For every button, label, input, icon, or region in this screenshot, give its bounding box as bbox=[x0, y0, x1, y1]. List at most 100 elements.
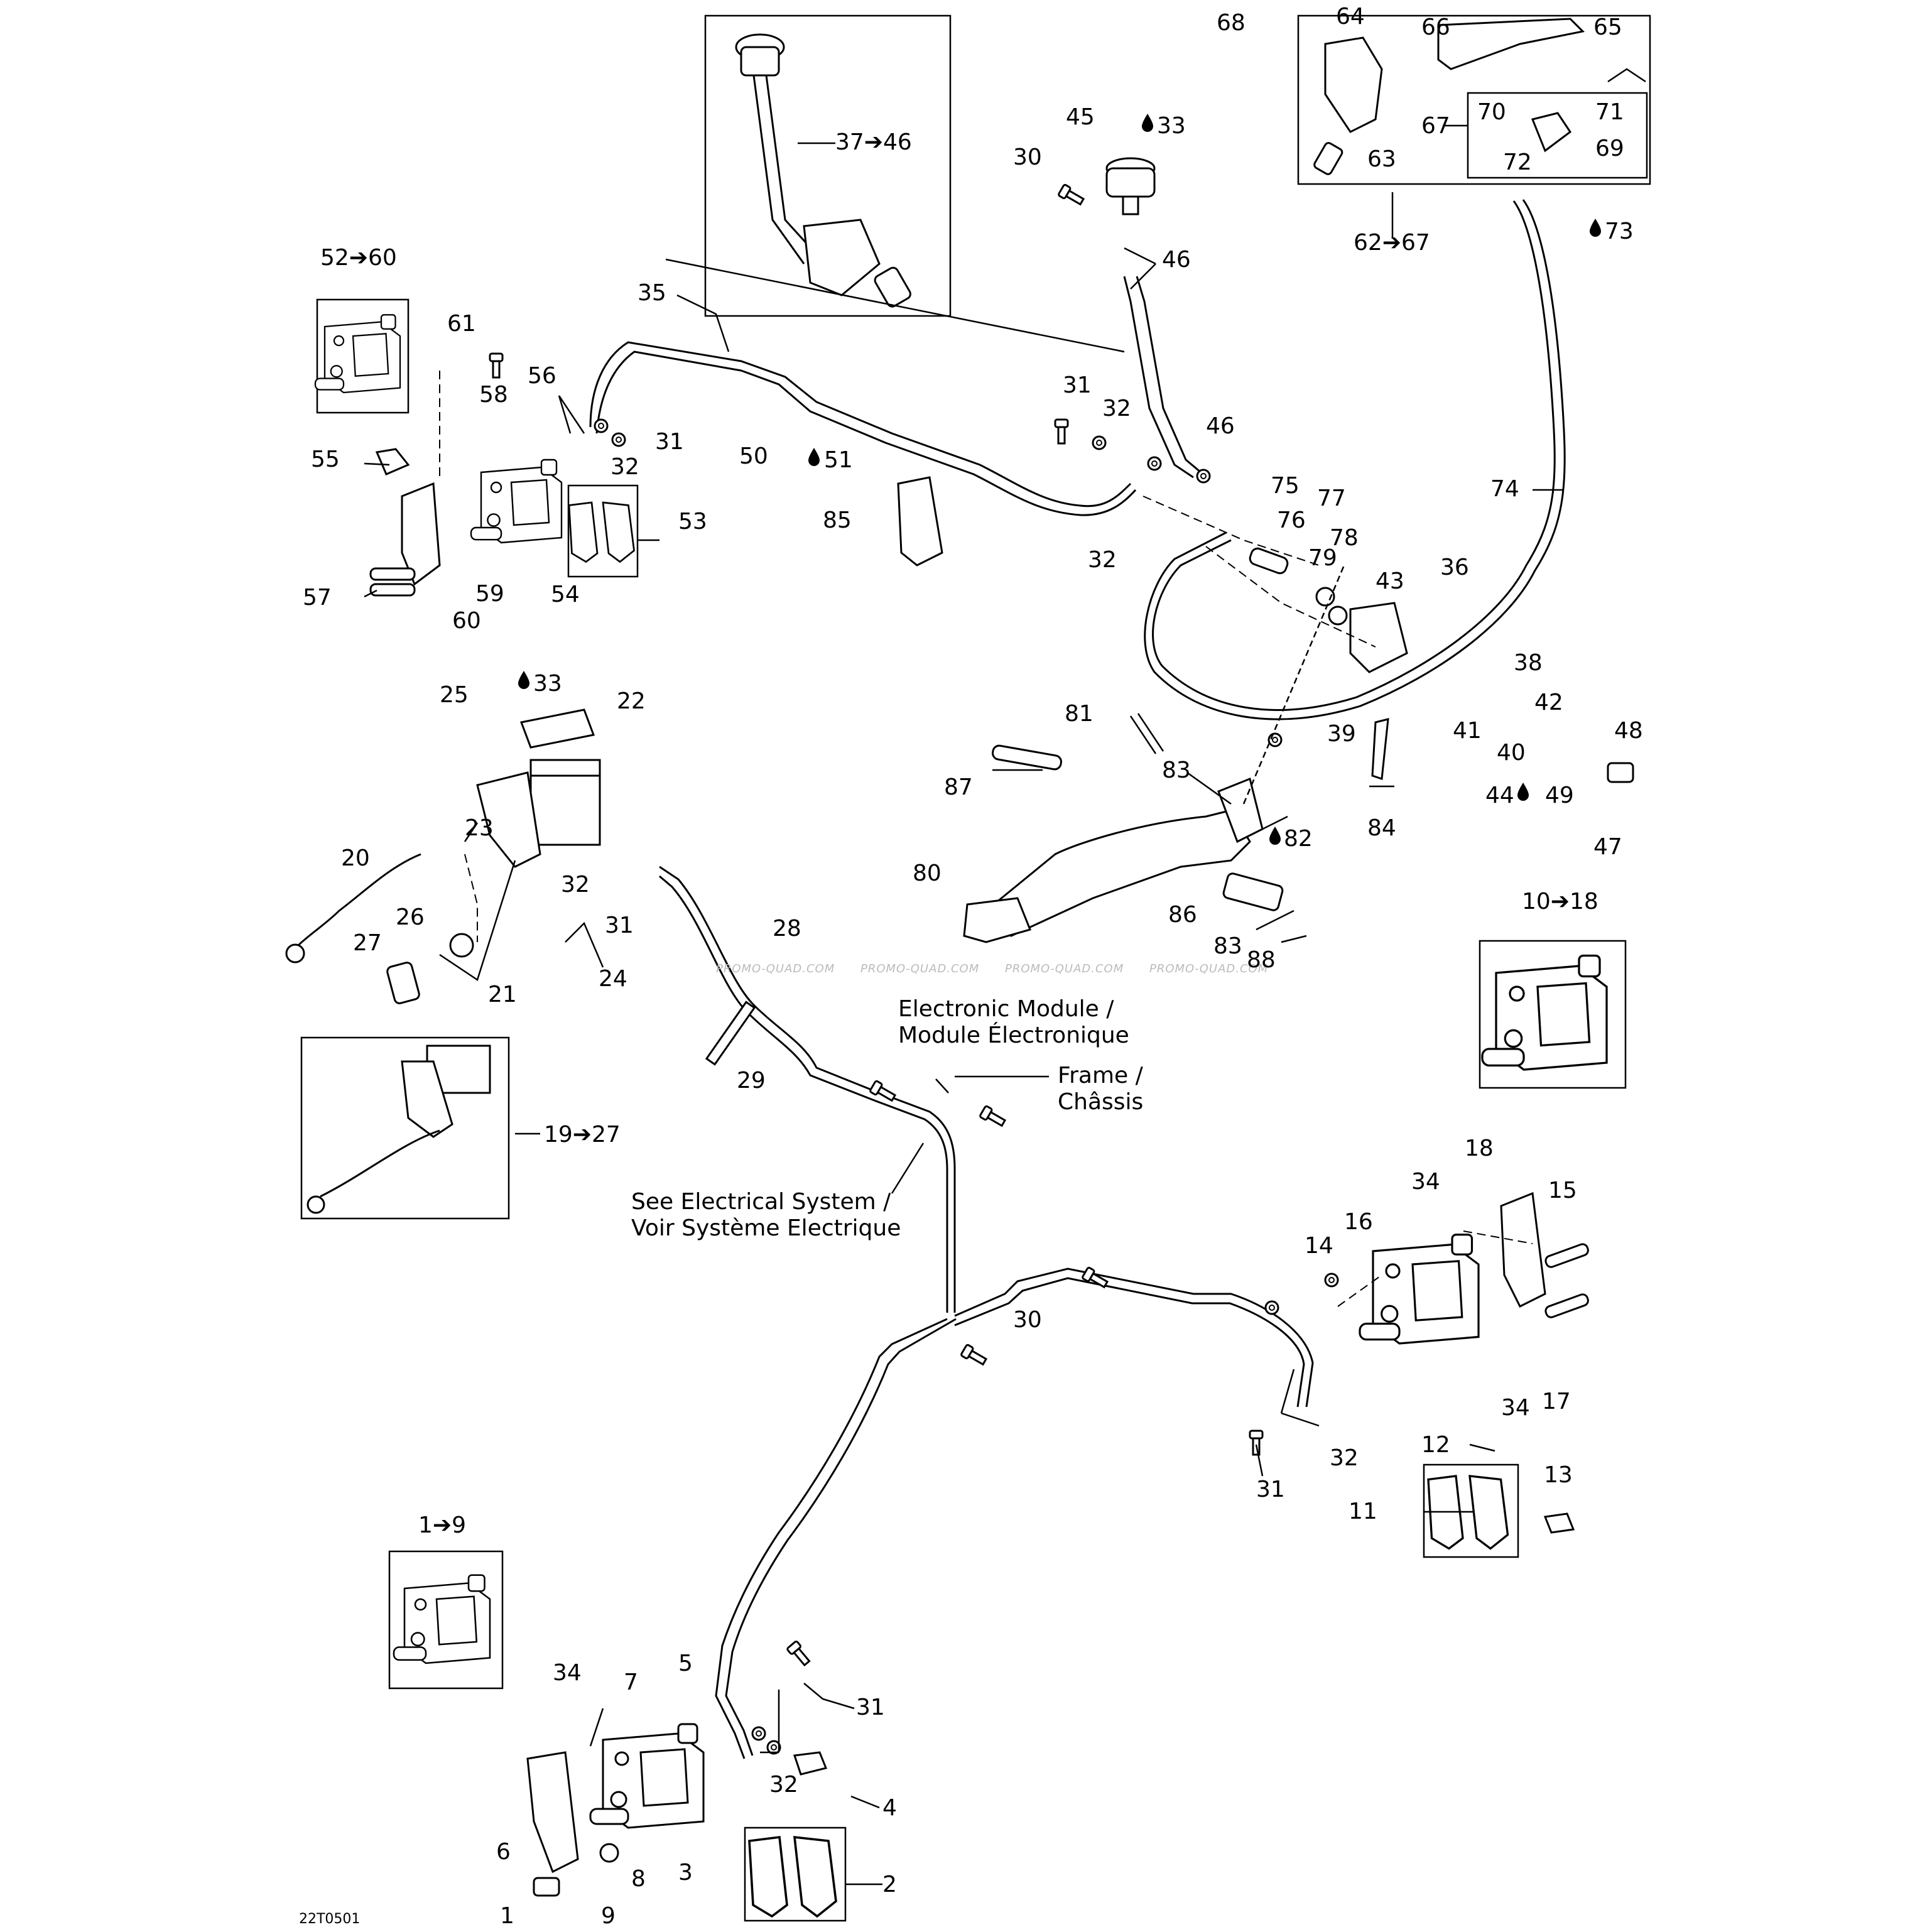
kit-label-1-9: 1➔9 bbox=[418, 1512, 466, 1538]
frame-note-line1: Frame / bbox=[1058, 1063, 1144, 1088]
callout-79: 79 bbox=[1308, 545, 1337, 571]
callout-53: 53 bbox=[678, 509, 707, 535]
callout-31c: 31 bbox=[605, 913, 634, 938]
callout-43: 43 bbox=[1376, 568, 1404, 594]
callout-36: 36 bbox=[1440, 555, 1469, 580]
fluid-drop-icon bbox=[1517, 783, 1529, 801]
watermark-1: PROMO-QUAD.COM bbox=[716, 962, 835, 975]
callout-32a: 32 bbox=[611, 454, 639, 480]
callout-70: 70 bbox=[1477, 99, 1506, 125]
callout-59: 59 bbox=[475, 581, 504, 607]
callout-32c: 32 bbox=[1088, 547, 1117, 573]
callout-32b: 32 bbox=[1102, 396, 1131, 421]
inset-kit-10-18 bbox=[1479, 940, 1627, 1089]
fluid-drop-icon bbox=[518, 671, 529, 689]
callout-38: 38 bbox=[1514, 650, 1543, 676]
callout-3: 3 bbox=[678, 1860, 693, 1886]
pads-box-2 bbox=[744, 1826, 847, 1922]
callout-11: 11 bbox=[1349, 1499, 1377, 1524]
callout-34a: 34 bbox=[1411, 1169, 1440, 1195]
callout-22: 22 bbox=[617, 688, 646, 714]
kit-label-52-60: 52➔60 bbox=[320, 245, 397, 271]
callout-58: 58 bbox=[479, 382, 508, 408]
fluid-drop-icon bbox=[1142, 114, 1153, 132]
electrical-note-line1: See Electrical System / bbox=[631, 1189, 891, 1215]
rear-brake-pedal-80-88 bbox=[963, 744, 1284, 943]
electronic-module-note-line2: Module Électronique bbox=[898, 1022, 1129, 1048]
callout-76: 76 bbox=[1277, 507, 1306, 533]
callout-46a: 46 bbox=[1162, 247, 1191, 273]
callout-61: 61 bbox=[447, 311, 476, 337]
callout-71: 71 bbox=[1595, 99, 1624, 125]
callout-31b: 31 bbox=[1063, 372, 1092, 398]
callout-34b: 34 bbox=[1501, 1395, 1530, 1421]
callout-60: 60 bbox=[452, 608, 481, 634]
fluid-label-82: 82 bbox=[1284, 826, 1313, 852]
inset-kit-52-60 bbox=[314, 298, 410, 414]
callout-15: 15 bbox=[1548, 1178, 1577, 1203]
callout-17: 17 bbox=[1542, 1389, 1571, 1414]
callout-69: 69 bbox=[1595, 136, 1624, 161]
kit-label-37-46: 37➔46 bbox=[835, 129, 912, 155]
small-parts bbox=[375, 418, 1575, 1776]
callout-50: 50 bbox=[739, 443, 768, 469]
pads-box-11 bbox=[1423, 1463, 1519, 1558]
inset-kit-37-46 bbox=[704, 14, 952, 317]
fluid-label-33b: 33 bbox=[533, 671, 562, 697]
callout-6: 6 bbox=[496, 1839, 511, 1865]
callout-4: 4 bbox=[882, 1795, 897, 1821]
callout-2: 2 bbox=[882, 1872, 897, 1897]
callout-86: 86 bbox=[1168, 902, 1197, 928]
diagram-code: 22T0501 bbox=[299, 1911, 360, 1927]
watermark-4: PROMO-QUAD.COM bbox=[1149, 962, 1268, 975]
callout-41: 41 bbox=[1453, 718, 1482, 744]
callout-87: 87 bbox=[944, 774, 973, 800]
callout-31a: 31 bbox=[655, 429, 684, 455]
watermark-3: PROMO-QUAD.COM bbox=[1005, 962, 1124, 975]
notes: Electronic Module / Module Électronique … bbox=[299, 996, 1144, 1927]
callout-32d: 32 bbox=[561, 872, 590, 898]
fluid-labels: 33 51 73 33 82 44 bbox=[518, 113, 1634, 852]
watermark-row: PROMO-QUAD.COM PROMO-QUAD.COM PROMO-QUAD… bbox=[716, 962, 1268, 975]
front-right-caliper-12-18 bbox=[1359, 1191, 1589, 1345]
callout-29: 29 bbox=[737, 1068, 766, 1094]
fluid-label-73: 73 bbox=[1605, 219, 1634, 244]
rear-caliper-54-58 bbox=[369, 352, 563, 597]
callout-49: 49 bbox=[1545, 783, 1574, 808]
callout-46b: 46 bbox=[1206, 413, 1235, 439]
callout-75: 75 bbox=[1271, 473, 1300, 499]
callout-65: 65 bbox=[1593, 14, 1622, 40]
callout-74: 74 bbox=[1490, 476, 1519, 502]
callout-7: 7 bbox=[624, 1669, 638, 1695]
callout-77: 77 bbox=[1317, 486, 1346, 511]
callout-47: 47 bbox=[1593, 834, 1622, 860]
frame-note-line2: Châssis bbox=[1058, 1089, 1143, 1115]
callout-18: 18 bbox=[1465, 1136, 1494, 1161]
watermark-2: PROMO-QUAD.COM bbox=[860, 962, 979, 975]
callout-64: 64 bbox=[1336, 4, 1365, 30]
callout-25: 25 bbox=[440, 682, 469, 708]
callout-27: 27 bbox=[353, 930, 382, 956]
callout-57: 57 bbox=[303, 585, 332, 611]
callout-13: 13 bbox=[1544, 1462, 1573, 1488]
callout-32e: 32 bbox=[1330, 1445, 1359, 1471]
callout-35: 35 bbox=[638, 280, 666, 306]
callout-30b: 30 bbox=[1013, 1307, 1042, 1333]
rear-master-cylinder-36-49 bbox=[1249, 547, 1634, 783]
callout-8: 8 bbox=[631, 1866, 646, 1892]
callout-5: 5 bbox=[678, 1651, 693, 1676]
front-left-caliper-3-9 bbox=[526, 1723, 705, 1897]
callout-88: 88 bbox=[1247, 947, 1276, 973]
callout-55: 55 bbox=[311, 447, 340, 472]
callout-1: 1 bbox=[500, 1903, 514, 1929]
callout-78: 78 bbox=[1330, 525, 1359, 551]
callout-80: 80 bbox=[913, 860, 942, 886]
callout-26: 26 bbox=[396, 904, 425, 930]
callout-85: 85 bbox=[823, 507, 852, 533]
callout-42: 42 bbox=[1534, 690, 1563, 715]
inset-kit-62-67 bbox=[1297, 14, 1651, 185]
callout-9: 9 bbox=[601, 1903, 616, 1929]
callout-83b: 83 bbox=[1213, 933, 1242, 959]
callout-23: 23 bbox=[465, 815, 494, 841]
